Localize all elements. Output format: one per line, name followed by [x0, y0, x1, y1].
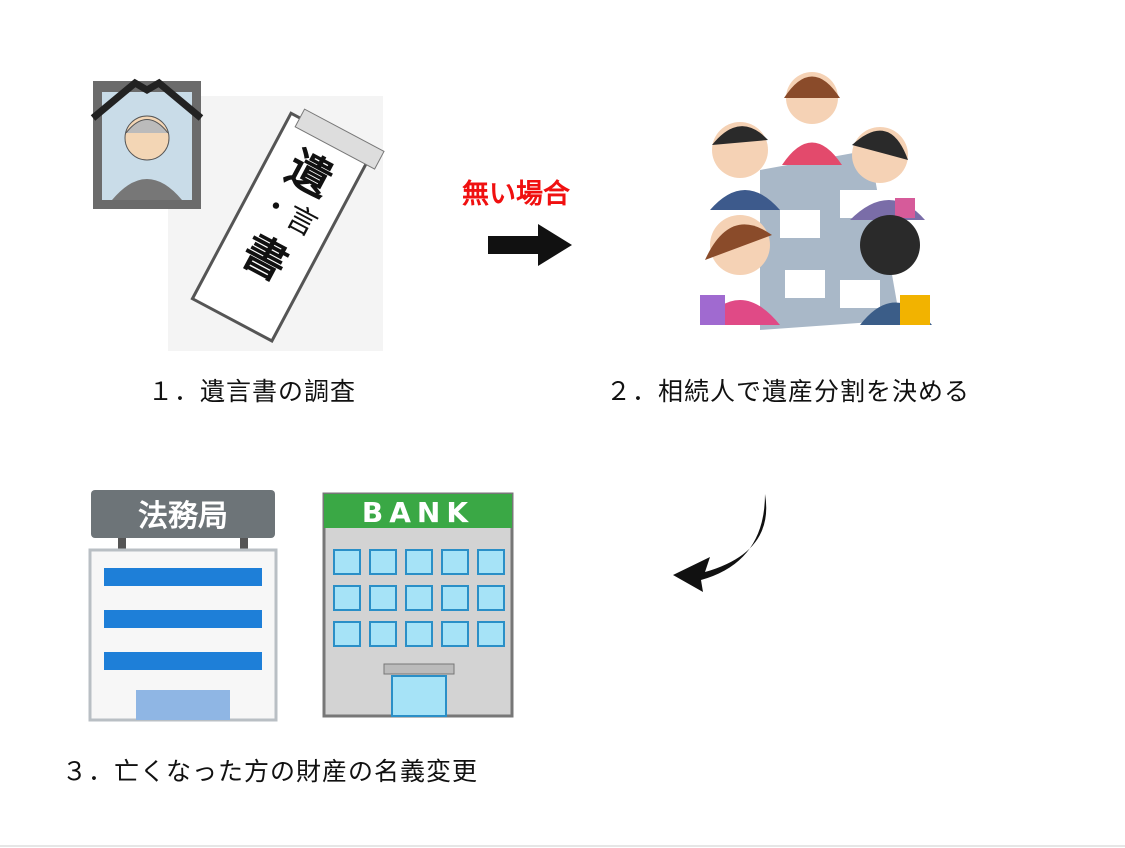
memorial-portrait [90, 78, 204, 209]
condition-label: 無い場合 [462, 179, 570, 210]
bank-sign: BANK [362, 496, 474, 529]
bureau-sign: 法務局 [138, 499, 228, 534]
meeting-illustration [700, 70, 935, 332]
will-illustration: 遺 ・言 書 [90, 78, 385, 353]
step3-label: ３．亡くなった方の財産の名義変更 [62, 757, 479, 786]
curved-arrow-icon [665, 492, 777, 600]
will-document-icon: 遺 ・言 書 [190, 108, 385, 343]
divider [0, 845, 1125, 847]
right-arrow-icon [486, 222, 574, 272]
bank-building: BANK [322, 492, 514, 722]
step2-label: ２．相続人で遺産分割を決める [606, 377, 971, 406]
step1-label: １．遺言書の調査 [148, 377, 357, 406]
legal-affairs-bureau-building: 法務局 [88, 490, 278, 726]
